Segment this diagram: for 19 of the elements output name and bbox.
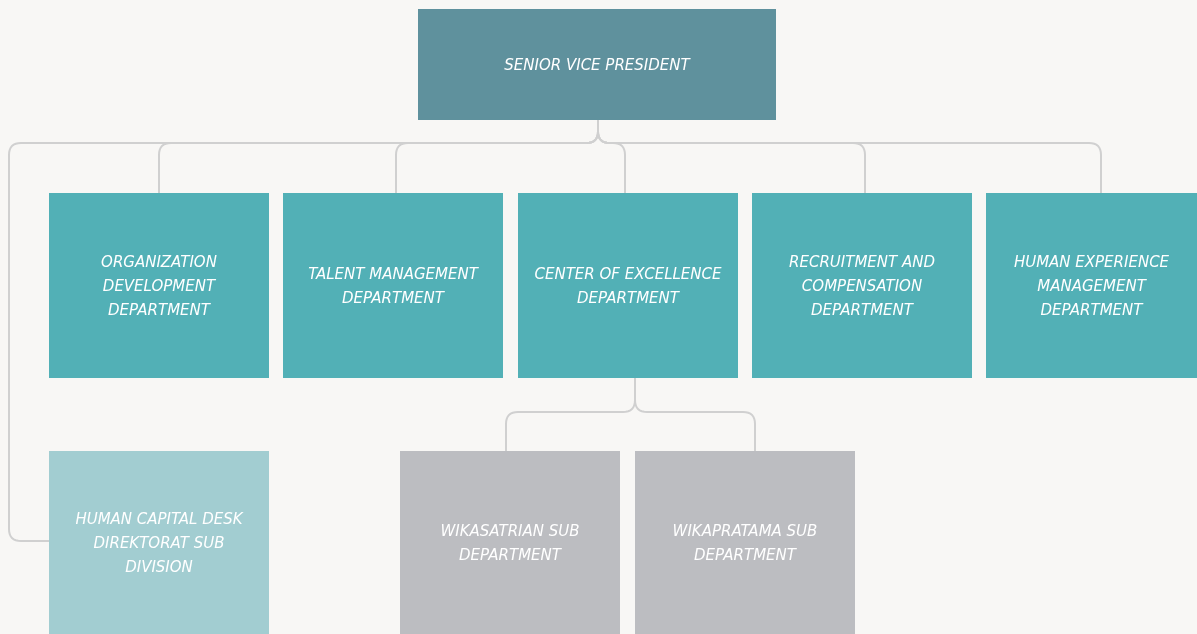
node-label: WIKAPRATAMA SUB DEPARTMENT: [671, 520, 819, 566]
connector-line: [634, 377, 756, 452]
node-label: WIKASATRIAN SUB DEPARTMENT: [439, 520, 581, 566]
node-label: TALENT MANAGEMENT DEPARTMENT: [307, 263, 480, 309]
node-label: ORGANIZATION DEVELOPMENT DEPARTMENT: [100, 251, 218, 321]
department-box: [283, 193, 503, 378]
title-box: [418, 9, 776, 120]
node-label: HUMAN EXPERIENCE MANAGEMENT DEPARTMENT: [1012, 251, 1171, 321]
division-box: [49, 451, 269, 634]
node-label: HUMAN CAPITAL DESK DIREKTORAT SUB DIVISION: [74, 508, 244, 578]
department-box: [49, 193, 269, 378]
department-box: [518, 193, 738, 378]
sub-department-box: [635, 451, 855, 634]
node-label: CENTER OF EXCELLENCE DEPARTMENT: [533, 263, 723, 309]
node-label: SENIOR VICE PRESIDENT: [504, 54, 690, 76]
department-box: [752, 193, 972, 378]
node-label: RECRUITMENT AND COMPENSATION DEPARTMENT: [788, 251, 936, 321]
department-box: [986, 193, 1197, 378]
sub-department-box: [400, 451, 620, 634]
